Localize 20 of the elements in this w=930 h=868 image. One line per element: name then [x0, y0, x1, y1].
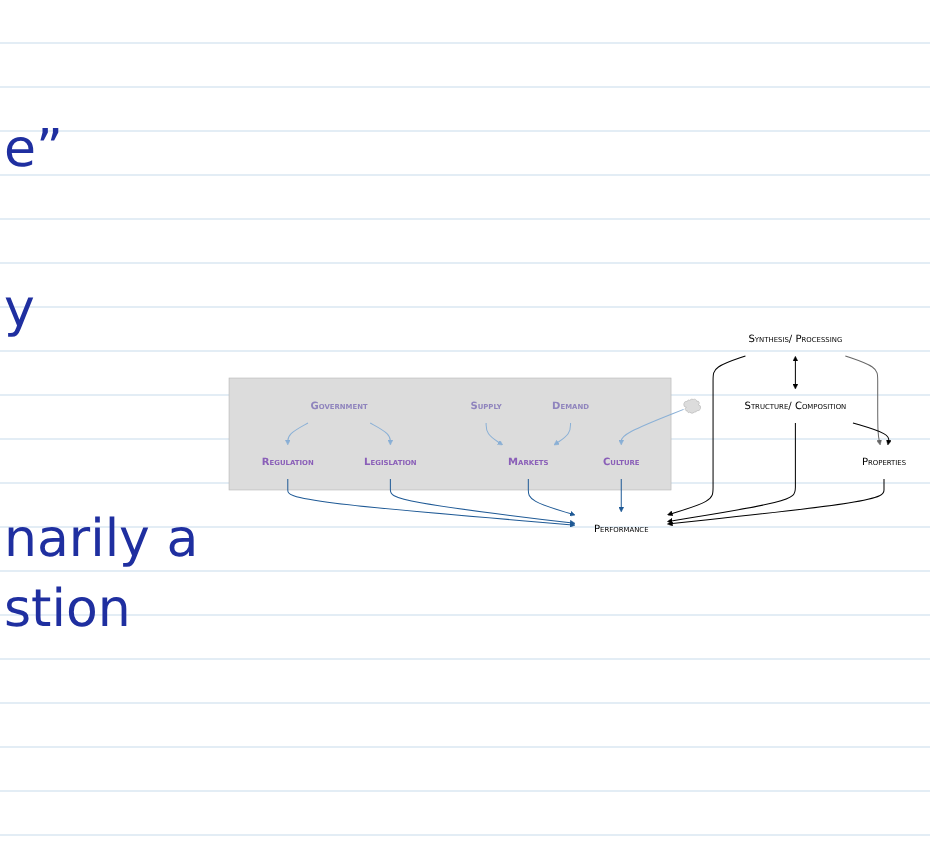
arrow	[667, 422, 796, 524]
arrow	[844, 355, 882, 446]
arrow	[369, 422, 394, 446]
arrow	[485, 422, 503, 446]
arrow	[527, 478, 576, 517]
arrow	[667, 478, 885, 527]
arrow	[389, 478, 576, 526]
slide-text: e”	[4, 120, 63, 180]
arrow	[792, 356, 799, 390]
arrow	[287, 478, 576, 528]
cluster	[228, 377, 672, 491]
arrow	[618, 478, 625, 513]
slide-text: stion	[4, 580, 131, 640]
arrow	[667, 355, 746, 517]
slide-text: y	[4, 280, 35, 340]
arrow	[618, 408, 685, 446]
arrow	[852, 422, 892, 446]
arrow	[285, 422, 309, 446]
slide-text: narily a	[4, 510, 199, 570]
arrow	[553, 422, 572, 446]
